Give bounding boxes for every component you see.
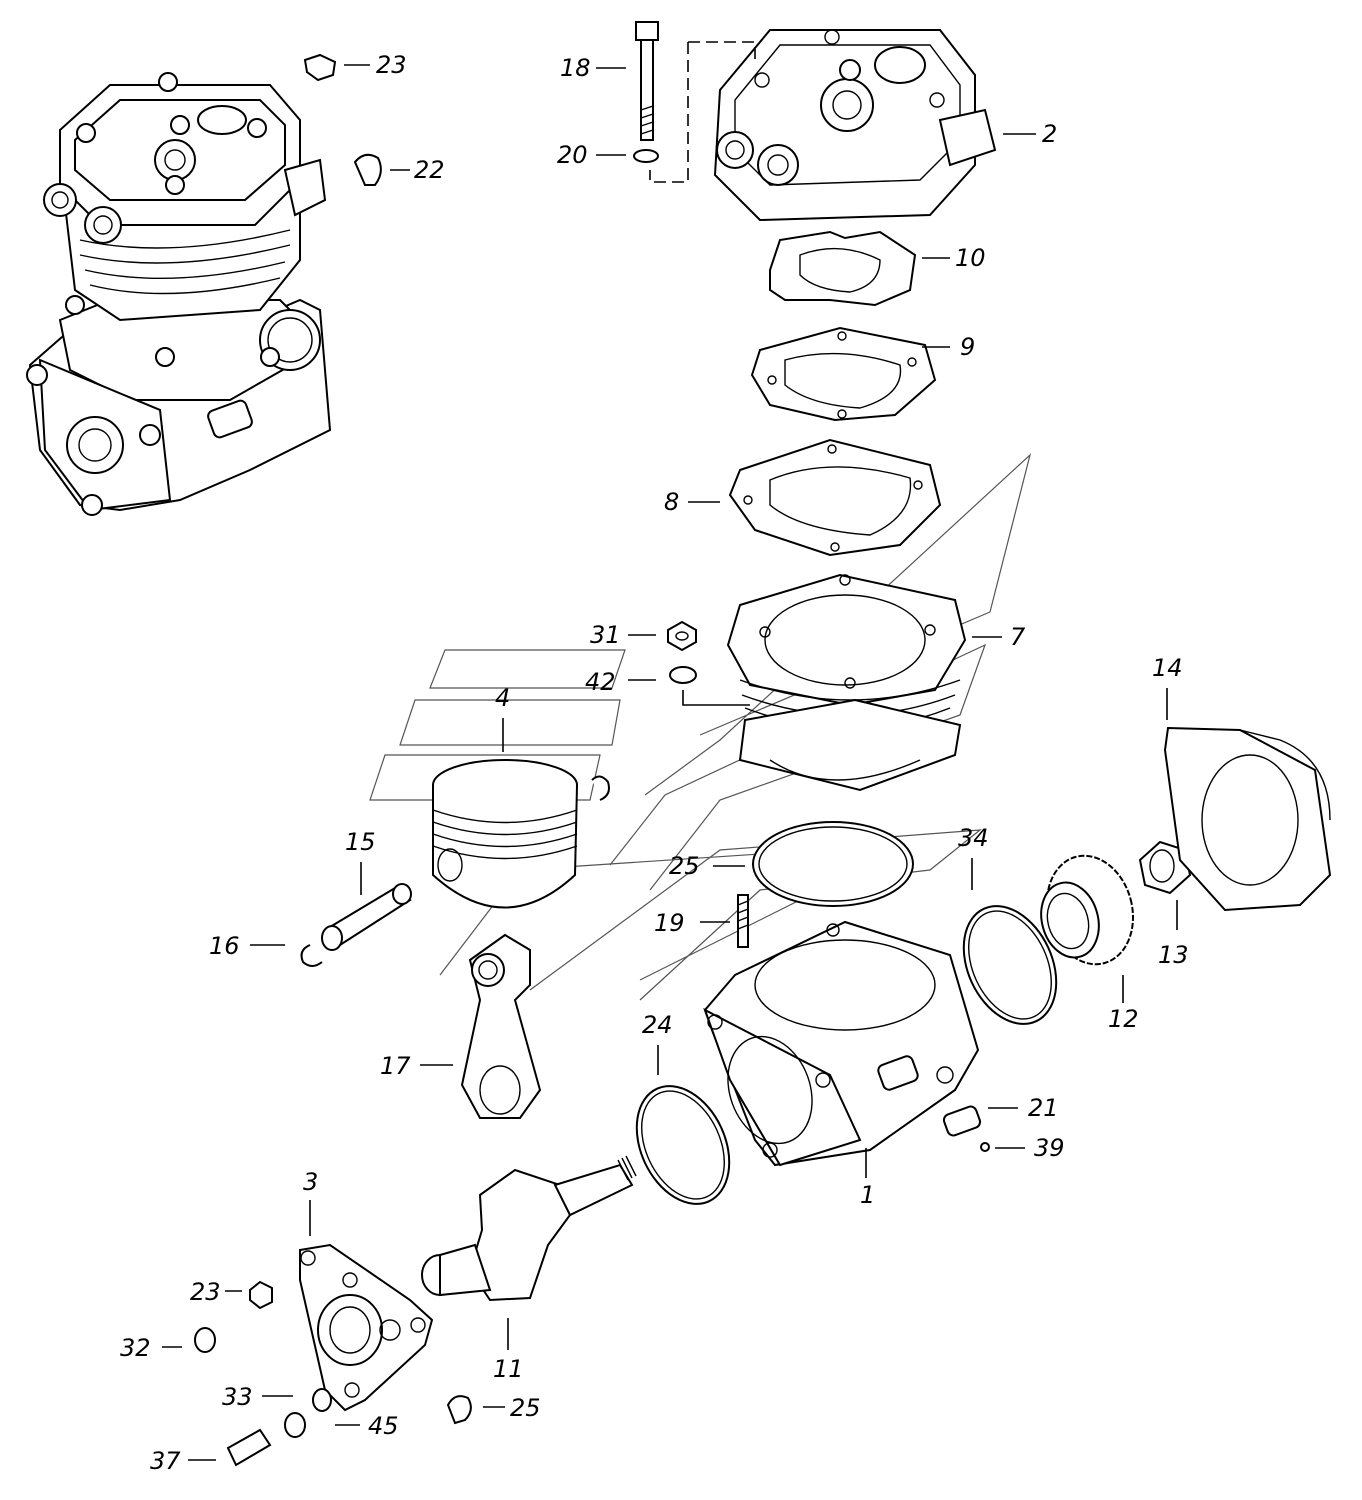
callout-33: 33 bbox=[222, 1383, 253, 1411]
piston bbox=[432, 759, 578, 909]
washer-45 bbox=[312, 1388, 332, 1412]
head-bolt bbox=[635, 21, 659, 141]
o-ring-25 bbox=[752, 821, 914, 907]
callout-42: 42 bbox=[585, 668, 616, 696]
callout-3: 3 bbox=[303, 1168, 318, 1196]
end-cover bbox=[1163, 726, 1332, 912]
cylinder bbox=[726, 573, 967, 792]
nut-23 bbox=[249, 1280, 273, 1310]
callout-32: 32 bbox=[120, 1334, 151, 1362]
bolt-37 bbox=[226, 1428, 272, 1467]
dash-bracket bbox=[688, 41, 756, 60]
callout-23-top: 23 bbox=[376, 51, 407, 79]
clamp-22 bbox=[353, 153, 382, 186]
callout-15: 15 bbox=[345, 828, 376, 856]
washer bbox=[633, 149, 659, 163]
callout-12: 12 bbox=[1108, 1005, 1139, 1033]
gear-nut bbox=[1138, 840, 1192, 895]
callout-24: 24 bbox=[642, 1011, 673, 1039]
cylinder-head bbox=[713, 29, 997, 222]
o-ring-34 bbox=[962, 905, 1058, 1025]
callout-34: 34 bbox=[958, 824, 989, 852]
callout-8: 8 bbox=[664, 488, 679, 516]
callout-21: 21 bbox=[1028, 1094, 1059, 1122]
cover-plate bbox=[942, 1105, 982, 1137]
nut bbox=[667, 620, 697, 652]
callout-14: 14 bbox=[1152, 654, 1183, 682]
callout-31: 31 bbox=[590, 621, 621, 649]
callout-20: 20 bbox=[557, 141, 588, 169]
drive-gear bbox=[1040, 854, 1134, 966]
piston-pin bbox=[321, 883, 412, 951]
callout-10: 10 bbox=[955, 244, 986, 272]
callout-37: 37 bbox=[150, 1447, 181, 1475]
clamp-25 bbox=[446, 1395, 472, 1425]
callout-45: 45 bbox=[368, 1412, 399, 1440]
callout-2: 2 bbox=[1042, 120, 1057, 148]
callout-1: 1 bbox=[860, 1181, 875, 1209]
gasket-10 bbox=[769, 230, 917, 307]
callout-25-clamp: 25 bbox=[510, 1394, 541, 1422]
callout-22: 22 bbox=[414, 156, 445, 184]
callout-13: 13 bbox=[1158, 941, 1189, 969]
callout-11: 11 bbox=[493, 1355, 524, 1383]
circlip bbox=[591, 775, 610, 801]
callout-25-ring: 25 bbox=[669, 852, 700, 880]
callout-9: 9 bbox=[960, 333, 975, 361]
assembled-compressor bbox=[26, 72, 332, 516]
callout-16: 16 bbox=[209, 932, 240, 960]
callout-4: 4 bbox=[495, 684, 510, 712]
bearing-cover bbox=[299, 1243, 434, 1412]
nut-23-top bbox=[303, 53, 337, 82]
gasket-9 bbox=[750, 326, 937, 422]
callout-39: 39 bbox=[1034, 1134, 1065, 1162]
callout-23-bottom: 23 bbox=[190, 1278, 221, 1306]
pin-circlip bbox=[300, 944, 323, 967]
washer-33 bbox=[284, 1412, 306, 1438]
screw bbox=[980, 1142, 990, 1152]
leader-lines bbox=[162, 64, 1178, 1461]
washer-32 bbox=[194, 1327, 216, 1353]
callout-17: 17 bbox=[380, 1052, 411, 1080]
callout-7: 7 bbox=[1010, 623, 1026, 651]
gasket-8 bbox=[728, 438, 942, 557]
crankcase bbox=[703, 920, 980, 1167]
callout-19: 19 bbox=[654, 909, 685, 937]
callout-labels: 23 22 18 20 2 10 9 8 31 7 42 4 14 15 34 … bbox=[120, 51, 1189, 1475]
washer-42 bbox=[669, 666, 697, 684]
crankshaft bbox=[421, 1155, 637, 1302]
connecting-rod bbox=[460, 933, 542, 1119]
o-ring-24 bbox=[635, 1085, 731, 1205]
callout-18: 18 bbox=[560, 54, 591, 82]
